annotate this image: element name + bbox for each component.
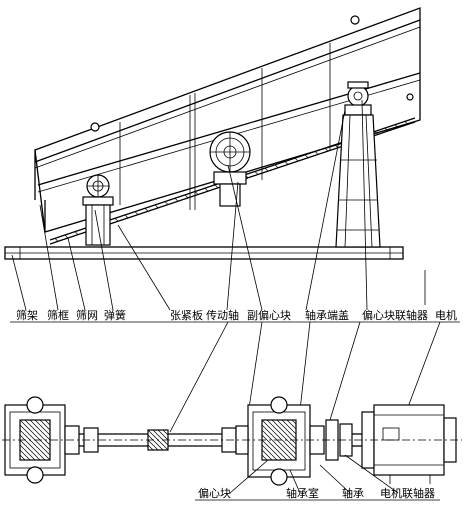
label-eccentric-coupling: 偏心块联轴器 [362, 308, 428, 322]
label-eccentric-block: 偏心块 [198, 486, 231, 500]
drive-shaft [79, 427, 240, 453]
mid-leader-lines [169, 321, 441, 433]
middle-exciter [209, 131, 251, 207]
right-support-tower [335, 81, 381, 248]
label-shelf: 筛架 [16, 308, 38, 322]
label-bearing-housing: 轴承室 [286, 486, 319, 500]
right-bearing-housing [235, 396, 325, 486]
label-bearing-cap: 轴承端盖 [305, 308, 349, 322]
label-motor: 电机 [435, 308, 457, 322]
base-frame [4, 246, 404, 260]
label-motor-coupling: 电机联轴器 [380, 486, 435, 500]
side-view [4, 7, 426, 311]
label-screen-frame: 筛框 [47, 308, 69, 322]
label-drive-shaft: 传动轴 [206, 308, 239, 322]
left-exciter [82, 174, 114, 246]
label-secondary-eccentric: 副偏心块 [247, 308, 291, 322]
label-bearing: 轴承 [342, 486, 364, 500]
top-leader-lines [11, 99, 426, 311]
label-spring: 弹簧 [104, 308, 126, 322]
label-screen-mesh: 筛网 [76, 308, 98, 322]
label-tension-plate: 张紧板 [170, 308, 203, 322]
motor [361, 404, 457, 484]
bottom-leader-lines [229, 454, 399, 494]
top-labels: 筛架 筛框 筛网 弹簧 张紧板 传动轴 副偏心块 轴承端盖 偏心块联轴器 电机 [16, 308, 457, 322]
plan-view [2, 396, 462, 486]
bottom-labels: 偏心块 轴承室 轴承 电机联轴器 [198, 486, 435, 500]
screen-box [34, 7, 421, 233]
